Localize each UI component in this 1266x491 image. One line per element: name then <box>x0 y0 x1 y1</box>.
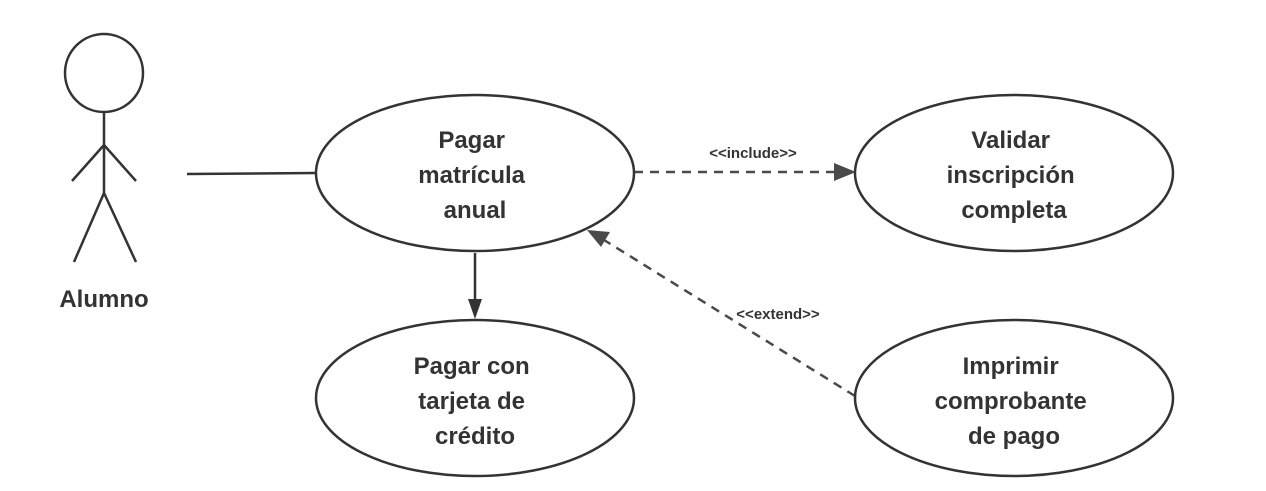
actor-alumno[interactable]: Alumno <box>59 32 149 313</box>
actor-right-leg <box>102 192 138 263</box>
use-case-ellipse <box>314 93 636 253</box>
specialization-relation <box>468 253 482 319</box>
extend-label: <<extend>> <box>736 306 820 323</box>
use-case-ellipse <box>853 318 1175 478</box>
include-arrowhead <box>834 163 856 181</box>
label-line-3: completa <box>961 197 1067 224</box>
include-label: <<include>> <box>709 145 797 162</box>
label-line-3: de pago <box>968 423 1060 450</box>
use-case-pagar-matricula[interactable]: Pagar matrícula anual <box>314 93 636 253</box>
extend-dashed-line <box>603 238 856 398</box>
use-case-imprimir-comprobante[interactable]: Imprimir comprobante de pago <box>853 318 1175 478</box>
actor-head <box>63 32 145 114</box>
use-case-label: Pagar matrícula anual <box>418 127 531 224</box>
label-line-1: Pagar <box>438 127 505 154</box>
actor-label: Alumno <box>59 286 148 313</box>
use-case-ellipse <box>314 318 636 478</box>
label-line-1: Validar <box>971 127 1050 154</box>
actor-right-arm <box>103 144 137 182</box>
label-line-3: anual <box>444 197 507 224</box>
use-case-label: Pagar con tarjeta de crédito <box>414 353 537 450</box>
actor-left-arm <box>71 144 105 182</box>
actor-left-leg <box>72 192 106 263</box>
extend-relation: <<extend>> <box>587 230 856 398</box>
label-line-2: comprobante <box>935 388 1087 415</box>
label-line-1: Imprimir <box>963 353 1059 380</box>
use-case-validar-inscripcion[interactable]: Validar inscripción completa <box>853 93 1175 253</box>
use-case-label: Imprimir comprobante de pago <box>935 353 1094 450</box>
use-case-pagar-tarjeta[interactable]: Pagar con tarjeta de crédito <box>314 318 636 478</box>
label-line-1: Pagar con <box>414 353 530 380</box>
label-line-2: tarjeta de <box>418 388 525 415</box>
label-line-3: crédito <box>435 423 515 450</box>
extend-arrowhead <box>587 230 610 247</box>
include-relation: <<include>> <box>634 145 856 181</box>
use-case-ellipse <box>853 93 1175 253</box>
label-line-2: matrícula <box>418 162 525 189</box>
association-line <box>186 171 317 176</box>
use-case-label: Validar inscripción completa <box>947 127 1082 224</box>
label-line-2: inscripción <box>947 162 1075 189</box>
specialization-arrowhead <box>468 299 482 319</box>
